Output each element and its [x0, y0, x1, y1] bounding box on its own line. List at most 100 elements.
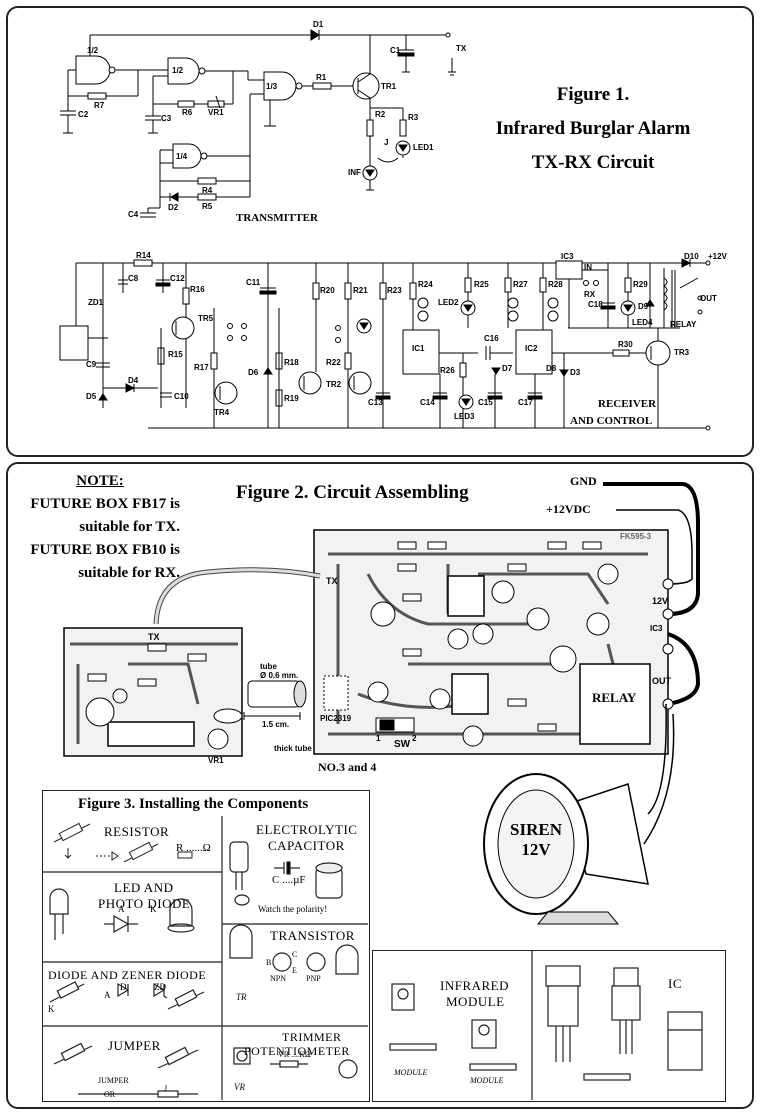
- trimmer-label-line2: POTENTIOMETER: [244, 1044, 350, 1058]
- led-label-line1: LED AND: [114, 880, 174, 895]
- tx-part-label: R4: [202, 186, 213, 195]
- tx-part-label: 1/2: [87, 46, 99, 55]
- note-line: FUTURE BOX FB10 is: [30, 542, 180, 558]
- tube-label: tube: [260, 662, 277, 671]
- note-line: suitable for TX.: [79, 519, 180, 535]
- rx-part-label: TR4: [214, 408, 230, 417]
- tx-part-label: 1/3: [266, 82, 278, 91]
- rx-part-label: IC2: [525, 344, 538, 353]
- switch-pos2: 2: [412, 734, 417, 743]
- rx-part-label: R18: [284, 358, 299, 367]
- note-line: suitable for RX.: [78, 565, 180, 581]
- electrolytic-symbol: C ....µF: [272, 874, 306, 886]
- led-cathode-label: K: [150, 904, 157, 914]
- rx-part-label: R15: [168, 350, 183, 359]
- tx-part-label: C1: [390, 46, 401, 55]
- jumper-j-label: J: [164, 1084, 168, 1093]
- rx-part-label: R21: [353, 286, 368, 295]
- figure3-frame: [42, 790, 370, 1102]
- rx-part-label: IN: [584, 263, 592, 272]
- tx-part-label: LED1: [413, 143, 434, 152]
- electrolytic-capacitor-icon: [229, 841, 343, 906]
- rx-part-label: TR2: [326, 380, 342, 389]
- rx-part-label: R16: [190, 285, 205, 294]
- rx-part-label: LED4: [632, 318, 653, 327]
- rx-part-label: R14: [136, 251, 151, 260]
- transmitter-label: TRANSMITTER: [236, 212, 318, 224]
- rx-part-label: D6: [248, 368, 259, 377]
- gnd-label: GND: [570, 474, 597, 488]
- tx-part-label: R3: [408, 113, 419, 122]
- tx-part-label: INF: [348, 168, 361, 177]
- rx-part-label: R25: [474, 280, 489, 289]
- rx-part-label: R26: [440, 366, 455, 375]
- rx-part-label: ZD1: [88, 298, 104, 307]
- transmitter-schematic: [60, 29, 456, 218]
- diode-zener-icon: [49, 981, 205, 1010]
- rx-part-label: IC1: [412, 344, 425, 353]
- rx-part-label: D10: [684, 252, 699, 261]
- tx-part-label: C2: [78, 110, 89, 119]
- rx-part-label: D8: [546, 364, 557, 373]
- led-label-line2: PHOTO DIODE: [98, 896, 191, 911]
- rx-part-label: C10: [174, 392, 189, 401]
- trimmer-label-line1: TRIMMER: [282, 1030, 342, 1044]
- pnp-label: PNP: [306, 974, 321, 983]
- infrared-label-line2: MODULE: [446, 994, 505, 1009]
- rx-part-label: C13: [368, 398, 383, 407]
- ic-icon: [545, 965, 703, 1081]
- polarity-note: Watch the polarity!: [258, 904, 328, 914]
- jumper-sub-label: JUMPER: [98, 1076, 129, 1085]
- rx-part-label: R28: [548, 280, 563, 289]
- tx-part-label: 1/4: [176, 152, 188, 161]
- electrolytic-label-line2: CAPACITOR: [268, 838, 345, 853]
- infrared-label-line1: INFRARED: [440, 978, 510, 993]
- terminal-out-label: OUT: [652, 676, 671, 686]
- module-tag: MODULE: [470, 1076, 504, 1085]
- diode-label: DIODE AND ZENER DIODE: [48, 968, 207, 982]
- led-photo-diode-icon: [49, 888, 195, 940]
- tx-part-label: D2: [168, 203, 179, 212]
- figure1-title-line3: TX-RX Circuit: [531, 152, 655, 173]
- tx-part-label: R1: [316, 73, 327, 82]
- tx-part-label: J: [384, 138, 389, 147]
- figure2-title: Figure 2. Circuit Assembling: [236, 482, 469, 503]
- rx-part-label: D9: [638, 302, 649, 311]
- figure3-grid: [42, 816, 703, 1100]
- rx-supply-label: +12V: [708, 252, 727, 261]
- rx-relay-label: RELAY: [670, 320, 697, 329]
- rx-part-label: RX: [584, 290, 596, 299]
- resistor-symbol: R ......Ω: [176, 842, 211, 854]
- tx-terminal-label: TX: [456, 44, 467, 53]
- relay-label: RELAY: [592, 690, 637, 705]
- figure2-panel: NOTE: FUTURE BOX FB17 is suitable for TX…: [6, 462, 754, 1109]
- rx-part-label: R23: [387, 286, 402, 295]
- rx-part-label: D5: [86, 392, 97, 401]
- siren-line2: 12V: [521, 840, 551, 859]
- receiver-label-line2: AND CONTROL: [570, 415, 653, 427]
- transistor-icon: [229, 924, 359, 975]
- rx-part-label: R24: [418, 280, 433, 289]
- rx-part-label: C16: [484, 334, 499, 343]
- trimmer-symbol: VR ....KΩ: [278, 1050, 311, 1059]
- figure1-title-line2: Infrared Burglar Alarm: [495, 118, 691, 139]
- diode-d-label: D: [120, 982, 127, 992]
- rx-part-label: C15: [478, 398, 493, 407]
- resistor-label: RESISTOR: [104, 824, 170, 839]
- diode-a-label: A: [104, 990, 111, 1000]
- note-line: FUTURE BOX FB17 is: [30, 496, 180, 512]
- rx-part-label: R27: [513, 280, 528, 289]
- npn-label: NPN: [270, 974, 287, 983]
- jumper-label: JUMPER: [108, 1038, 161, 1053]
- rx-part-label: C8: [128, 274, 139, 283]
- infrared-module-icon: [389, 983, 517, 1071]
- rx-pcb-id: FK595-3: [620, 532, 652, 541]
- vr-tag: VR: [234, 1082, 245, 1092]
- rx-part-label: IC3: [561, 252, 574, 261]
- figure3-title: Figure 3. Installing the Components: [78, 796, 309, 812]
- tx-part-label: C4: [128, 210, 139, 219]
- terminal-12v-label: 12V: [652, 596, 669, 606]
- trimmer-potentiometer-icon: [233, 1047, 358, 1079]
- rx-part-label: R30: [618, 340, 633, 349]
- tube-length: 1.5 cm.: [262, 720, 290, 729]
